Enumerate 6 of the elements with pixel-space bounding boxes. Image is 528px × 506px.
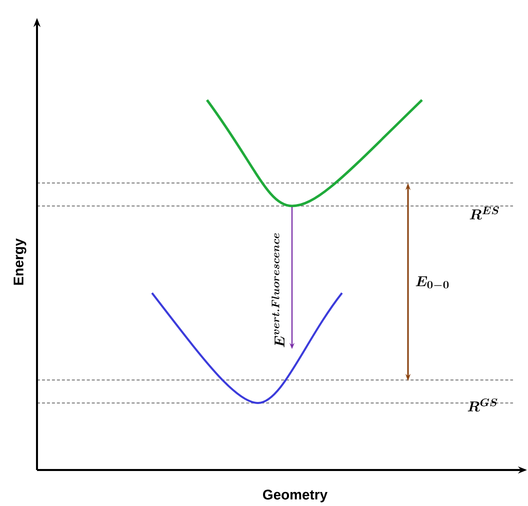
energy-label: $E^{vert.Fluorescence}$: [272, 233, 284, 348]
axis-title: Geometry: [263, 490, 328, 502]
state-label: $R^{ES}$: [470, 206, 499, 220]
energy-label: $E_{0-0}$: [416, 276, 449, 288]
axis-title: Energy: [14, 238, 26, 285]
state-label: $R^{GS}$: [468, 398, 498, 412]
